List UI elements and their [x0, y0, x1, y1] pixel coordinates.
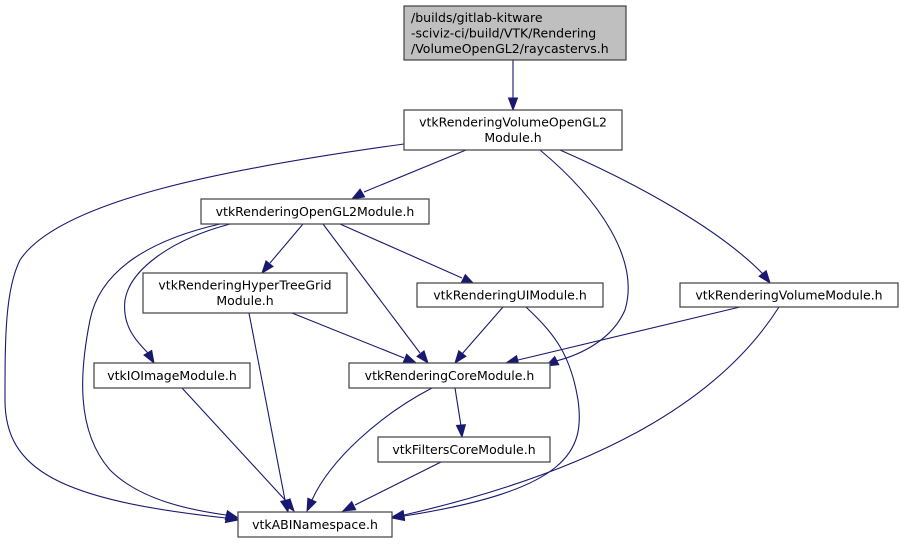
arrowhead-icon	[402, 353, 418, 364]
arrowhead-icon	[350, 188, 366, 200]
edge-line	[4, 143, 405, 519]
arrowhead-icon	[282, 497, 295, 513]
node-filterscore[interactable]: vtkFiltersCoreModule.h	[377, 436, 551, 463]
node-label: /VolumeOpenGL2/raycastervs.h	[411, 41, 609, 56]
arrowhead-icon	[507, 97, 519, 112]
node-label: vtkIOImageModule.h	[107, 368, 237, 383]
node-root: /builds/gitlab-kitware-sciviz-ci/build/V…	[403, 5, 627, 61]
node-label: Module.h	[484, 130, 541, 145]
node-box	[403, 5, 627, 61]
edge-line	[354, 461, 442, 506]
node-label: vtkRenderingVolumeModule.h	[695, 287, 882, 302]
node-box	[237, 511, 393, 538]
edge-line	[403, 306, 580, 517]
edge-volume-to-abi	[390, 306, 780, 521]
node-label: vtkRenderingHyperTreeGrid	[158, 278, 331, 293]
edge-line	[454, 387, 462, 427]
node-label: vtkRenderingUIModule.h	[433, 287, 587, 302]
edges	[4, 60, 780, 524]
node-ui[interactable]: vtkRenderingUIModule.h	[416, 282, 604, 308]
node-label: -sciviz-ci/build/VTK/Rendering	[411, 25, 596, 40]
edge-volumeopengl2-to-opengl2	[350, 149, 467, 200]
edge-opengl2-to-ui	[339, 223, 476, 285]
edge-line	[124, 223, 231, 354]
edge-line	[339, 223, 463, 279]
arrowhead-icon	[306, 497, 317, 513]
edge-line	[82, 223, 227, 516]
node-opengl2[interactable]: vtkRenderingOpenGL2Module.h	[200, 198, 430, 225]
edge-volume-to-core	[504, 306, 741, 366]
node-volume[interactable]: vtkRenderingVolumeModule.h	[679, 282, 899, 308]
edge-root-to-volumeopengl2	[507, 60, 519, 112]
edge-opengl2-to-ioimage	[124, 223, 231, 365]
edge-opengl2-to-hypertreegrid	[261, 223, 304, 275]
node-box	[93, 362, 251, 389]
node-box	[377, 436, 551, 463]
edge-line	[559, 149, 764, 275]
edge-line	[363, 149, 467, 193]
edge-ioimage-to-abi	[181, 387, 295, 513]
node-label: vtkFiltersCoreModule.h	[392, 442, 535, 457]
arrowhead-icon	[454, 349, 467, 365]
edge-core-to-filterscore	[454, 387, 467, 439]
node-box	[348, 362, 551, 389]
node-label: vtkRenderingOpenGL2Module.h	[216, 204, 415, 219]
edge-ui-to-abi	[390, 306, 580, 522]
node-abi[interactable]: vtkABINamespace.h	[237, 511, 393, 538]
edge-volumeopengl2-to-volume	[559, 149, 771, 285]
node-box	[142, 272, 348, 314]
edge-line	[461, 306, 504, 355]
edge-core-to-abi	[306, 387, 433, 513]
node-box	[679, 282, 899, 308]
edge-volumeopengl2-to-core	[539, 149, 629, 367]
arrowhead-icon	[455, 424, 467, 439]
arrowhead-icon	[416, 349, 429, 365]
node-core[interactable]: vtkRenderingCoreModule.h	[348, 362, 551, 389]
arrowhead-icon	[143, 349, 155, 365]
node-label: vtkRenderingVolumeOpenGL2	[419, 115, 607, 130]
edge-filterscore-to-abi	[341, 461, 442, 512]
edge-line	[539, 149, 629, 362]
edge-hypertreegrid-to-core	[291, 312, 418, 364]
arrowhead-icon	[261, 259, 274, 275]
edge-line	[311, 387, 433, 501]
edge-line	[181, 387, 287, 502]
edge-ui-to-core	[454, 306, 504, 365]
node-label: Module.h	[216, 293, 273, 308]
edge-line	[517, 306, 741, 361]
edge-line	[403, 306, 780, 516]
node-box	[200, 198, 430, 225]
edge-line	[291, 312, 405, 359]
arrowhead-icon	[758, 269, 771, 285]
node-label: vtkABINamespace.h	[252, 517, 378, 532]
arrowhead-icon	[341, 500, 357, 512]
edge-opengl2-to-abi	[82, 223, 240, 521]
arrowhead-icon	[390, 509, 406, 521]
edge-line	[248, 312, 286, 501]
edge-opengl2-to-core	[322, 223, 429, 365]
nodes: /builds/gitlab-kitware-sciviz-ci/build/V…	[93, 5, 899, 538]
node-ioimage[interactable]: vtkIOImageModule.h	[93, 362, 251, 389]
arrowhead-icon	[224, 509, 240, 521]
node-box	[416, 282, 604, 308]
node-label: /builds/gitlab-kitware	[411, 10, 543, 25]
node-label: vtkRenderingCoreModule.h	[365, 368, 535, 383]
edge-line	[322, 223, 421, 354]
edge-line	[269, 223, 304, 264]
node-box	[403, 109, 623, 151]
